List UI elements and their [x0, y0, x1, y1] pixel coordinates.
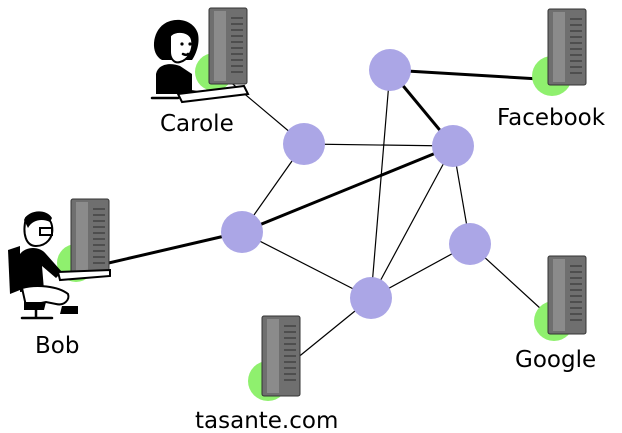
link-r2-facebook	[389, 68, 557, 82]
router-node	[283, 123, 325, 165]
router-node	[369, 49, 411, 91]
router-node	[432, 125, 474, 167]
google-server	[534, 255, 587, 341]
link-r3-r4	[241, 144, 454, 234]
tasante-server	[248, 315, 301, 401]
server-tower-icon	[547, 255, 587, 335]
link-bob-r4	[99, 230, 243, 267]
server-tower-icon	[208, 7, 248, 85]
carole-server	[195, 7, 248, 91]
link-r3-r6	[370, 145, 454, 299]
label-bob: Bob	[35, 333, 79, 359]
label-google: Google	[515, 347, 596, 373]
server-tower-icon	[547, 8, 587, 86]
link-r2-r6	[370, 69, 391, 299]
server-tower-icon	[70, 198, 110, 276]
link-r1-r3	[303, 143, 454, 147]
server-tower-icon	[261, 315, 301, 397]
router-node	[350, 277, 392, 319]
router-node	[221, 211, 263, 253]
label-carole: Carole	[160, 111, 234, 137]
label-facebook: Facebook	[497, 105, 606, 131]
person-at-laptop-icon	[150, 19, 250, 104]
router-node	[449, 223, 491, 265]
link-r4-r6	[241, 231, 372, 299]
facebook-server	[532, 8, 587, 96]
person-at-laptop-icon	[8, 211, 111, 320]
label-tasante: tasante.com	[195, 408, 338, 433]
routers	[221, 49, 491, 319]
